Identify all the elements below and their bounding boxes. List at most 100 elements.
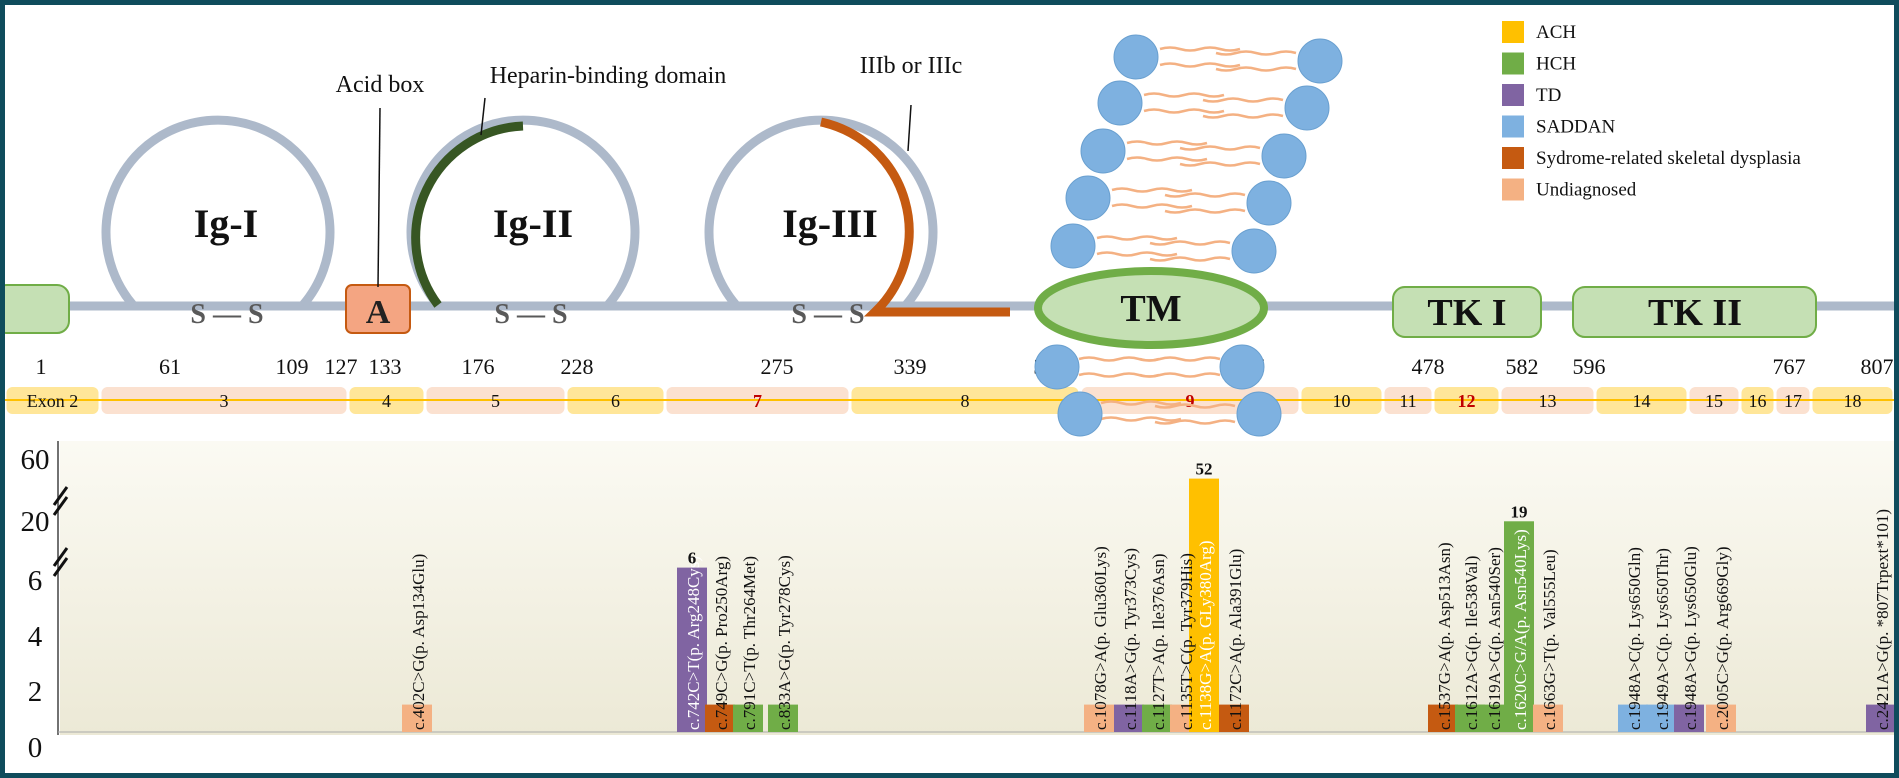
y-tick-label: 6 bbox=[28, 565, 43, 597]
variant-label: c.833A>G(p. Tyr278Cys) bbox=[775, 555, 794, 730]
membrane-lower-heads bbox=[1034, 344, 1282, 437]
heparin-binding-arc bbox=[411, 121, 524, 308]
variant-bar bbox=[1142, 704, 1172, 732]
acid-box-pointer bbox=[377, 107, 381, 288]
lipid-tail bbox=[1149, 256, 1231, 262]
position-label: 596 bbox=[1573, 354, 1606, 379]
ig2-label: Ig-II bbox=[493, 201, 573, 246]
variant-bar bbox=[705, 704, 735, 732]
position-label: 61 bbox=[159, 354, 181, 379]
variant-label: c.1620C>G/A(p. Asn540Lys) bbox=[1511, 529, 1530, 730]
plot-area bbox=[60, 441, 1894, 735]
variant-bar bbox=[1189, 478, 1219, 732]
tk1-label: TK I bbox=[1427, 292, 1506, 334]
variant-bar bbox=[1618, 704, 1648, 732]
variant-label: c.2005C>G(p. Arg669Gly) bbox=[1713, 546, 1732, 730]
position-label: 582 bbox=[1506, 354, 1539, 379]
legend-label: Sydrome-related skeletal dysplasia bbox=[1536, 148, 1801, 169]
bar-count-label: 52 bbox=[1196, 460, 1213, 479]
ig1-loop bbox=[101, 115, 335, 308]
exon-label: 3 bbox=[220, 391, 229, 411]
figure-frame: A Ig-I Ig-II Ig-III S — S S — S S — S Ac… bbox=[5, 5, 1894, 773]
variant-label: c.402C>G(p. Asp134Glu) bbox=[409, 554, 428, 730]
lipid-head bbox=[1057, 391, 1103, 437]
tk1-domain bbox=[1392, 286, 1542, 338]
y-tick-label: 4 bbox=[28, 621, 43, 653]
lipid-head bbox=[1080, 128, 1126, 174]
variant-bars: c.402C>G(p. Asp134Glu) c.742C>T(p. Arg248… bbox=[402, 460, 1894, 732]
lipid-tail bbox=[1126, 140, 1208, 146]
y-tick-label: 20 bbox=[21, 506, 50, 538]
variant-bar bbox=[1504, 521, 1534, 732]
position-label: 133 bbox=[369, 354, 402, 379]
legend-swatch bbox=[1502, 178, 1524, 201]
lipid-tail bbox=[1096, 235, 1178, 241]
variant-label: c.2421A>G(p. *807Trpext*101) bbox=[1873, 509, 1892, 730]
lipid-tail bbox=[1159, 46, 1241, 52]
tm-label: TM bbox=[1120, 288, 1181, 330]
exon-label: 10 bbox=[1333, 391, 1351, 411]
exon-label: 5 bbox=[491, 391, 500, 411]
iiib-iiic-arc bbox=[820, 117, 1010, 317]
cell-membrane bbox=[1050, 34, 1343, 274]
variant-label: c.1612A>G(p. Ile538Val) bbox=[1462, 556, 1481, 730]
legend-swatch bbox=[1502, 21, 1524, 43]
disulfide-ig2: S — S bbox=[494, 299, 567, 330]
lipid-tail bbox=[1111, 203, 1193, 209]
exon-label: 18 bbox=[1844, 391, 1862, 411]
legend-swatch bbox=[1502, 84, 1524, 106]
lipid-head bbox=[1034, 344, 1080, 390]
ig2-loop bbox=[406, 115, 640, 308]
lipid-tail bbox=[1215, 50, 1297, 56]
variant-bar bbox=[1674, 704, 1704, 732]
lipid-tail bbox=[1143, 108, 1225, 114]
axis-break-mark bbox=[52, 547, 69, 567]
lipid-tail bbox=[1100, 416, 1182, 422]
legend-swatch bbox=[1502, 52, 1524, 75]
lipid-tail bbox=[1164, 192, 1246, 198]
exon-label: 14 bbox=[1633, 391, 1651, 411]
lipid-head bbox=[1261, 133, 1307, 179]
bar-count-label: 19 bbox=[1511, 502, 1528, 521]
disulfide-ig1: S — S bbox=[190, 299, 263, 330]
lipid-tail bbox=[1179, 145, 1261, 151]
lipid-tail bbox=[1202, 97, 1284, 103]
acid-box-annotation: Acid box bbox=[336, 72, 425, 98]
legend-swatch bbox=[1502, 147, 1524, 169]
lipid-tail bbox=[1202, 113, 1284, 119]
variant-bar bbox=[402, 704, 432, 732]
variant-bar bbox=[1428, 704, 1458, 732]
position-label: 1 bbox=[36, 354, 47, 379]
ig1-label: Ig-I bbox=[194, 201, 258, 246]
variant-label: c.1118A>G(p. Tyr373Cys) bbox=[1121, 548, 1140, 730]
tk2-domain bbox=[1572, 286, 1817, 338]
variant-label: c.1948A>C(p. Lys650Gln) bbox=[1625, 547, 1644, 730]
lipid-tail bbox=[1139, 372, 1221, 378]
variant-bar bbox=[768, 704, 798, 732]
variant-bar bbox=[1706, 704, 1736, 732]
lipid-tail bbox=[1215, 66, 1297, 72]
n-terminal-domain bbox=[5, 284, 70, 334]
variant-label: c.1078G>A(p. Glu360Lys) bbox=[1091, 546, 1110, 730]
lipid-head bbox=[1236, 391, 1282, 437]
variant-label: c.742C>T(p. Arg248Cys) bbox=[684, 556, 703, 730]
legend-label: SADDAN bbox=[1536, 117, 1615, 138]
legend-label: ACH bbox=[1536, 22, 1576, 43]
variant-label: c.1127T>A(p. Ile376Asn) bbox=[1149, 553, 1168, 730]
lipid-head bbox=[1219, 344, 1265, 390]
position-label: 478 bbox=[1412, 354, 1445, 379]
legend-label: Undiagnosed bbox=[1536, 180, 1637, 201]
lipid-head bbox=[1113, 34, 1159, 80]
position-label: 767 bbox=[1773, 354, 1806, 379]
lipid-head bbox=[1097, 80, 1143, 126]
lipid-tail bbox=[1100, 400, 1182, 406]
lipid-tail bbox=[1164, 208, 1246, 214]
lipid-head bbox=[1231, 228, 1277, 274]
y-tick-label: 60 bbox=[21, 444, 50, 476]
exon-label: 8 bbox=[961, 391, 970, 411]
lipid-head bbox=[1284, 85, 1330, 131]
variant-bar bbox=[1219, 704, 1249, 732]
fgfr3-diagram: A Ig-I Ig-II Ig-III S — S S — S S — S Ac… bbox=[5, 21, 1894, 764]
